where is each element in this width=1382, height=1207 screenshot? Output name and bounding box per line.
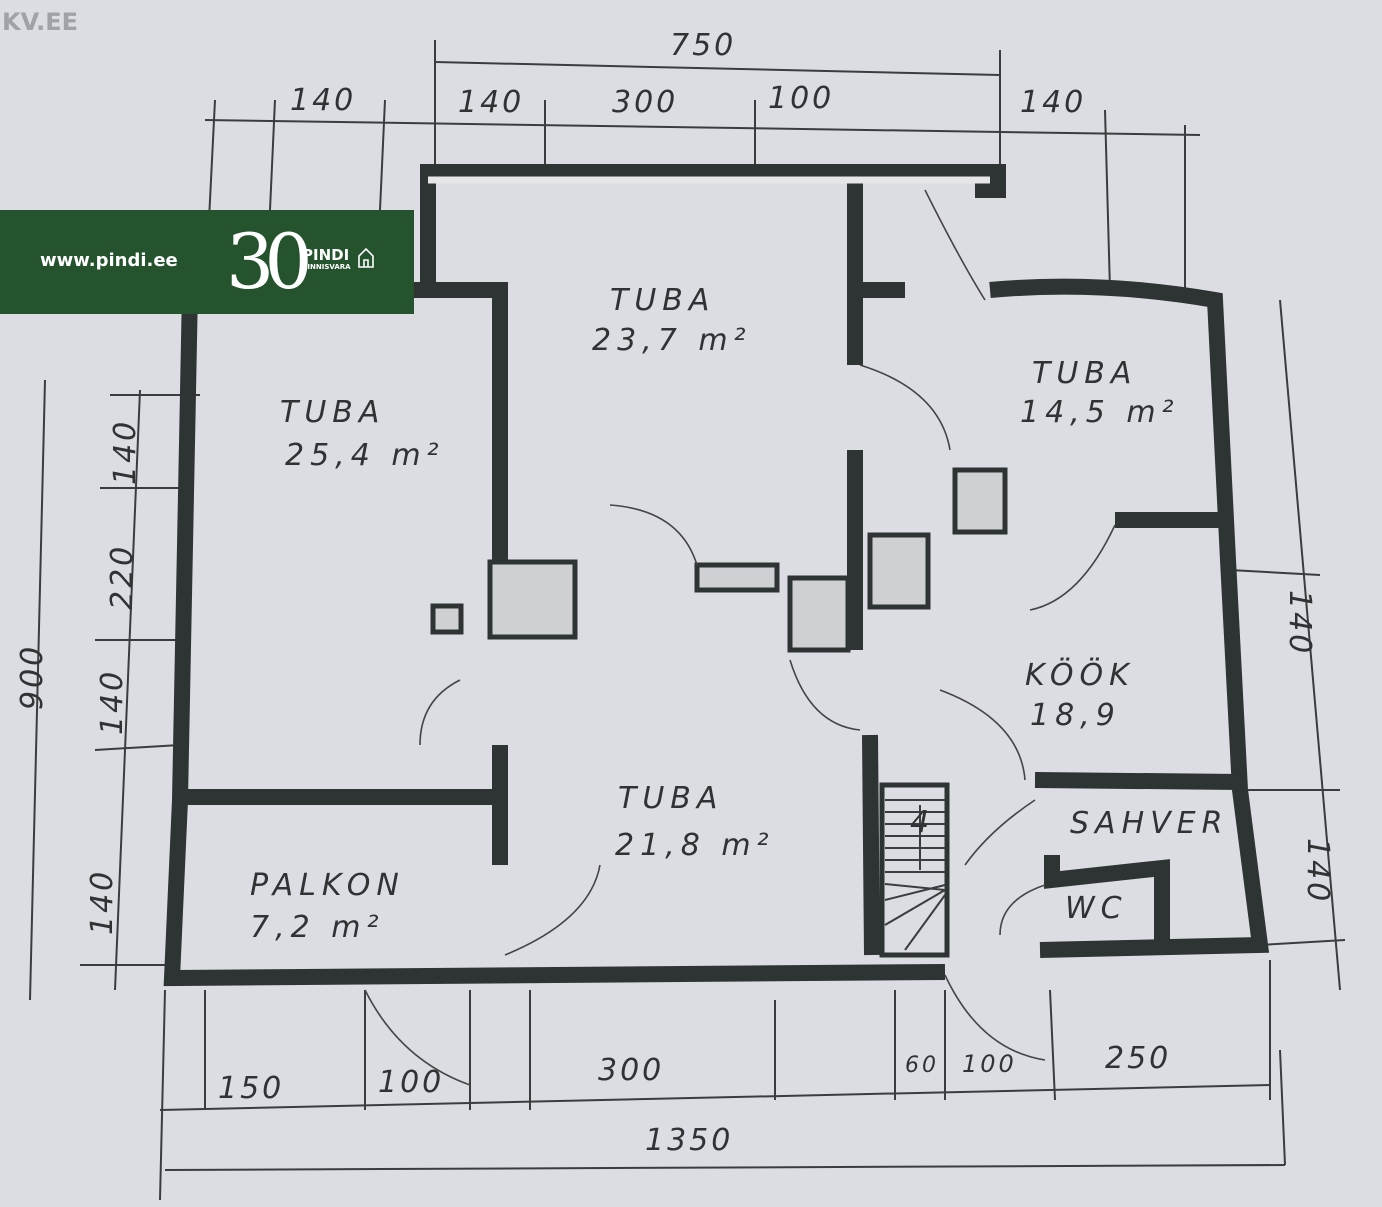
room-name: WC <box>1065 891 1128 926</box>
dim-top: 140 <box>458 85 524 120</box>
dim-right: 140 <box>1300 838 1335 904</box>
dim-top: 100 <box>768 81 834 116</box>
staircase: 4 <box>879 782 950 958</box>
dim-bottom: 60 <box>905 1053 939 1078</box>
dimension-labels: 750 140 140 300 100 140 900 140 220 140 … <box>15 28 1335 1158</box>
room-area: 14,5 m² <box>1020 395 1180 430</box>
dim-left: 140 <box>95 669 130 735</box>
house-icon <box>358 248 374 268</box>
room-name: TUBA <box>610 283 715 318</box>
room-labels: TUBA 23,7 m² TUBA 25,4 m² TUBA 14,5 m² K… <box>250 283 1228 945</box>
dim-top: 300 <box>612 85 678 120</box>
kv-watermark: KV.EE <box>2 8 78 36</box>
room-area: 18,9 <box>1030 698 1121 733</box>
room-area: 23,7 m² <box>592 323 752 358</box>
dim-left: 140 <box>85 869 120 935</box>
stair-label: 4 <box>910 805 932 840</box>
anniversary-number: 30 <box>226 217 313 306</box>
dim-bottom-total: 1350 <box>645 1123 733 1158</box>
room-name: KÖÖK <box>1025 657 1135 693</box>
room-name: TUBA <box>280 395 385 430</box>
dim-right: 140 <box>1282 590 1317 656</box>
room-name: PALKON <box>250 868 405 903</box>
dim-bottom: 250 <box>1105 1041 1171 1076</box>
dim-left-total: 900 <box>15 644 50 710</box>
room-area: 25,4 m² <box>285 438 445 473</box>
dim-top: 140 <box>290 83 356 118</box>
dim-bottom: 100 <box>962 1050 1017 1078</box>
room-name: SAHVER <box>1070 806 1228 841</box>
pindi-banner: www.pindi.ee 30 PINDI KINNISVARA <box>0 210 414 314</box>
walls <box>163 164 1270 987</box>
room-name: TUBA <box>618 781 723 816</box>
brand-name: PINDI <box>302 246 350 264</box>
stoves <box>430 467 1008 653</box>
brand-logo: PINDI KINNISVARA <box>302 246 351 272</box>
dim-left: 140 <box>108 419 143 485</box>
room-name: TUBA <box>1032 356 1137 391</box>
dim-bottom: 100 <box>378 1065 444 1100</box>
door-swings <box>364 189 1116 1086</box>
room-area: 21,8 m² <box>615 828 775 863</box>
dim-bottom: 150 <box>218 1071 284 1106</box>
dim-bottom: 300 <box>598 1053 664 1088</box>
banner-url: www.pindi.ee <box>40 250 178 271</box>
room-area: 7,2 m² <box>250 910 385 945</box>
dim-left: 220 <box>105 544 140 610</box>
brand-sub: KINNISVARA <box>302 263 351 271</box>
dim-top: 140 <box>1020 85 1086 120</box>
dim-top-total: 750 <box>670 28 736 63</box>
